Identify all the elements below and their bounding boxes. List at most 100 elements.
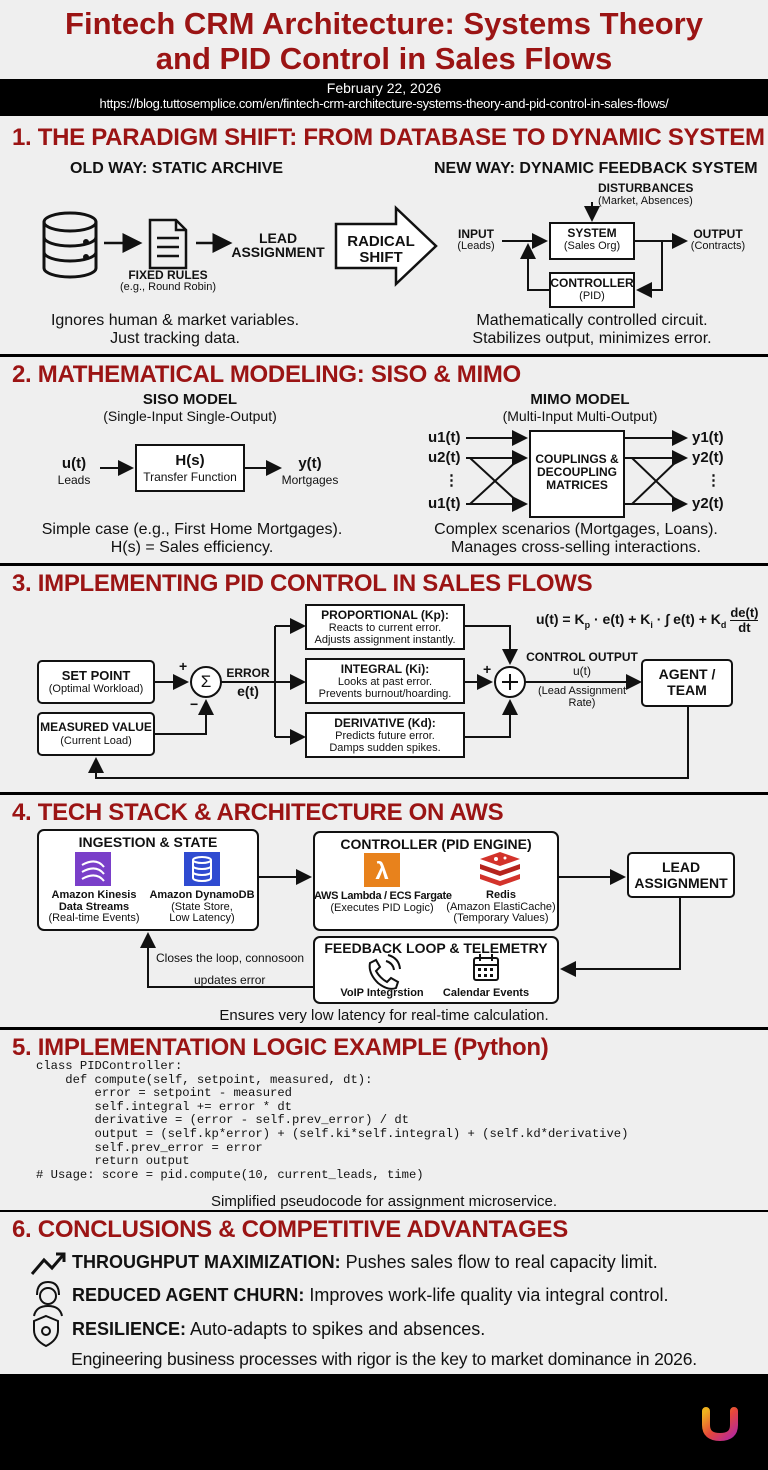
transfer-function-label: Transfer Function bbox=[143, 470, 237, 484]
control-output-symbol: u(t) bbox=[573, 664, 591, 678]
lead-assignment-label-1: LEAD bbox=[258, 230, 298, 246]
feedback-telemetry-box bbox=[313, 936, 559, 1004]
old-way-heading: OLD WAY: STATIC ARCHIVE bbox=[70, 160, 284, 177]
calendar-icon bbox=[473, 954, 499, 981]
proportional-block bbox=[305, 604, 465, 650]
conclusion-label-throughput: THROUGHPUT MAXIMIZATION: bbox=[72, 1252, 341, 1272]
loop-note-1: Closes the loop, connosoon bbox=[156, 951, 305, 965]
conclusion-text-resilience: Auto-adapts to spikes and absences. bbox=[186, 1319, 486, 1339]
mimo-output-1: y1(t) bbox=[692, 429, 724, 446]
lambda-label-1: AWS Lambda / ECS Fargate bbox=[314, 890, 452, 902]
conclusion-text-throughput: Pushes sales flow to real capacity limit… bbox=[340, 1252, 658, 1272]
matrix-label-1: COUPLINGS & bbox=[535, 452, 619, 466]
section-1-title: 1. THE PARADIGM SHIFT: FROM DATABASE TO … bbox=[12, 124, 765, 151]
mimo-output-n: y2(t) bbox=[692, 495, 724, 512]
pid-block-diagram bbox=[37, 604, 733, 779]
dynamodb-icon bbox=[184, 852, 220, 886]
article-url[interactable]: https://blog.tuttosemplice.com/en/fintec… bbox=[99, 96, 669, 111]
mimo-input-1: u1(t) bbox=[428, 429, 461, 446]
phone-icon bbox=[368, 954, 401, 990]
aws-caption: Ensures very low latency for real-time c… bbox=[219, 1007, 549, 1024]
closing-statement: Engineering business processes with rigo… bbox=[71, 1349, 697, 1369]
derivative-block bbox=[305, 712, 465, 758]
siso-input-sub: Leads bbox=[57, 473, 91, 487]
controller-engine-heading: CONTROLLER (PID ENGINE) bbox=[340, 836, 532, 852]
lead-assignment-label-2: ASSIGNMENT bbox=[634, 875, 728, 891]
pid-formula: u(t) = Kp · e(t) + Ki · ∫ e(t) + Kd de(t… bbox=[536, 605, 759, 635]
integral-line-1: Looks at past error. bbox=[337, 676, 433, 688]
derivative-line-2: Damps sudden spikes. bbox=[329, 742, 441, 754]
controller-block bbox=[549, 272, 635, 308]
mimo-output-ellipsis: ⋮ bbox=[706, 472, 721, 489]
sigma-symbol: Σ bbox=[200, 672, 212, 691]
control-output-sub-1: (Lead Assignment bbox=[537, 685, 627, 697]
conclusion-label-churn: REDUCED AGENT CHURN: bbox=[72, 1285, 305, 1305]
section-aws-architecture: 4. TECH STACK & ARCHITECTURE ON AWS bbox=[0, 795, 768, 1027]
matrix-label-3: MATRICES bbox=[546, 478, 608, 492]
section-pid-control: 3. IMPLEMENTING PID CONTROL IN SALES FLO… bbox=[0, 566, 768, 792]
siso-caption-1: Simple case (e.g., First Home Mortgages)… bbox=[41, 521, 343, 538]
publish-date: February 22, 2026 bbox=[326, 80, 442, 96]
section-implementation-logic: 5. IMPLEMENTATION LOGIC EXAMPLE (Python) bbox=[0, 1030, 768, 1210]
mimo-input-n: u1(t) bbox=[428, 495, 461, 512]
fixed-rules-label: FIXED RULES bbox=[128, 268, 208, 282]
input-sub: (Leads) bbox=[457, 240, 495, 252]
disturbances-label: DISTURBANCES bbox=[598, 181, 694, 195]
proportional-line-2: Adjusts assignment instantly. bbox=[314, 634, 456, 646]
ingestion-heading: INGESTION & STATE bbox=[78, 834, 218, 850]
integral-block bbox=[305, 658, 465, 704]
siso-output-sub: Mortgages bbox=[281, 473, 339, 487]
redis-label-3: (Temporary Values) bbox=[453, 912, 549, 924]
modeling-diagram bbox=[100, 430, 688, 518]
siso-output: y(t) bbox=[298, 455, 322, 472]
old-way-caption-1: Ignores human & market variables. bbox=[50, 312, 300, 329]
coupling-matrix-block bbox=[529, 430, 625, 518]
control-output-label: CONTROL OUTPUT bbox=[526, 650, 638, 664]
section-6-title: 6. CONCLUSIONS & COMPETITIVE ADVANTAGES bbox=[12, 1216, 568, 1243]
integral-title: INTEGRAL (Ki): bbox=[340, 662, 430, 676]
conclusion-icons bbox=[30, 1252, 66, 1348]
section-2-title: 2. MATHEMATICAL MODELING: SISO & MIMO bbox=[12, 361, 521, 388]
database-icon bbox=[42, 211, 98, 279]
new-way-caption-1: Mathematically controlled circuit. bbox=[476, 312, 708, 329]
fixed-rules-sub: (e.g., Round Robin) bbox=[120, 281, 216, 293]
plus-sign: + bbox=[179, 658, 188, 674]
transfer-function-symbol: H(s) bbox=[175, 452, 205, 469]
disturbances-sub: (Market, Absences) bbox=[598, 195, 693, 207]
controller-sub: (PID) bbox=[579, 290, 605, 302]
siso-caption-2: H(s) = Sales efficiency. bbox=[110, 539, 274, 556]
error-symbol: e(t) bbox=[237, 683, 259, 699]
agent-team-label-1: AGENT / bbox=[658, 666, 716, 682]
radical-shift-label-1: RADICAL bbox=[347, 233, 415, 250]
svg-text:λ: λ bbox=[375, 858, 388, 885]
loop-note-2: updates error bbox=[194, 973, 266, 987]
python-code-block: class PIDController: def compute(self, s… bbox=[36, 1059, 629, 1182]
error-label: ERROR bbox=[226, 666, 270, 680]
proportional-title: PROPORTIONAL (Kp): bbox=[321, 608, 449, 622]
section-conclusions: 6. CONCLUSIONS & COMPETITIVE ADVANTAGES … bbox=[0, 1212, 768, 1374]
mimo-caption-1: Complex scenarios (Mortgages, Loans). bbox=[434, 521, 718, 538]
radical-shift-arrow bbox=[334, 205, 438, 287]
redis-label-1: Redis bbox=[486, 889, 516, 901]
conclusion-item-churn: REDUCED AGENT CHURN: Improves work-life … bbox=[72, 1285, 668, 1306]
kinesis-icon bbox=[75, 852, 111, 886]
redis-icon bbox=[480, 852, 520, 886]
page-title-line-2: and PID Control in Sales Flows bbox=[155, 41, 613, 76]
conclusion-label-resilience: RESILIENCE: bbox=[72, 1319, 187, 1339]
siso-input: u(t) bbox=[61, 455, 87, 472]
trending-up-icon bbox=[30, 1252, 66, 1275]
section-5-title: 5. IMPLEMENTATION LOGIC EXAMPLE (Python) bbox=[12, 1034, 549, 1061]
lead-assignment-label-2: ASSIGNMENT bbox=[231, 244, 325, 260]
proportional-line-1: Reacts to current error. bbox=[328, 622, 442, 634]
code-caption: Simplified pseudocode for assignment mic… bbox=[211, 1193, 557, 1210]
minus-sign: − bbox=[190, 696, 199, 712]
dynamodb-label-3: Low Latency) bbox=[169, 912, 235, 924]
lead-assignment-label-1: LEAD bbox=[661, 859, 701, 875]
redis-label-2: (Amazon ElastiCache) bbox=[446, 901, 556, 913]
shield-gear-icon bbox=[33, 1314, 59, 1348]
input-label: INPUT bbox=[458, 227, 494, 241]
new-way-heading: NEW WAY: DYNAMIC FEEDBACK SYSTEM bbox=[434, 160, 758, 177]
mimo-input-ellipsis: ⋮ bbox=[444, 472, 459, 489]
mimo-output-2: y2(t) bbox=[692, 449, 724, 466]
section-3-title: 3. IMPLEMENTING PID CONTROL IN SALES FLO… bbox=[12, 570, 593, 597]
